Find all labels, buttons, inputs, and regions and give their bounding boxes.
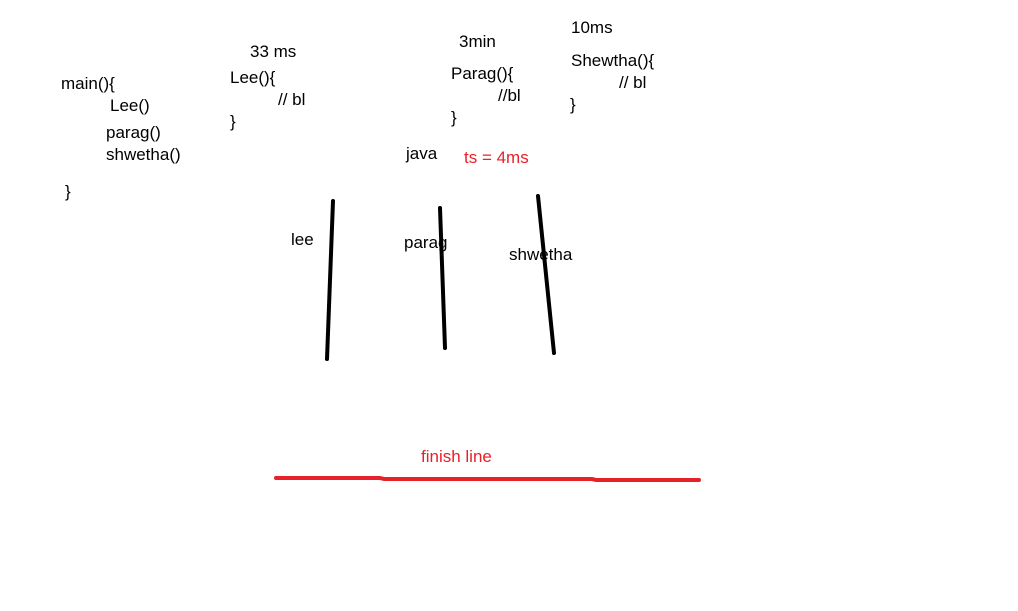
lane-label-parag: parag [404,233,448,252]
main-call-parag: parag() [106,123,161,142]
parag-time-label: 3min [459,32,496,51]
lee-func-open: Lee(){ [230,68,276,87]
lee-func-body: // bl [278,90,306,109]
shwetha-func-open: Shewtha(){ [571,51,655,70]
lane-label-lee: lee [291,230,314,249]
parag-lane-stroke [438,206,447,350]
main-call-lee: Lee() [110,96,150,115]
parag-func-body: //bl [498,86,521,105]
shwetha-func-close: } [570,95,576,114]
main-func-open: main(){ [61,74,115,93]
java-label: java [406,144,438,163]
lane-label-shwetha: shwetha [509,245,573,264]
timeslice-label: ts = 4ms [464,148,529,167]
shwetha-time-label: 10ms [571,18,613,37]
shwetha-func-body: // bl [619,73,647,92]
finish-line-stroke [274,476,701,482]
parag-func-close: } [451,108,457,127]
lee-lane-stroke [325,199,335,361]
parag-func-open: Parag(){ [451,64,514,83]
lee-func-close: } [230,112,236,131]
main-func-close: } [65,182,71,201]
shwetha-lane-stroke [536,194,556,355]
finish-line-label: finish line [421,447,492,466]
main-call-shwetha: shwetha() [106,145,181,164]
lee-time-label: 33 ms [250,42,297,61]
